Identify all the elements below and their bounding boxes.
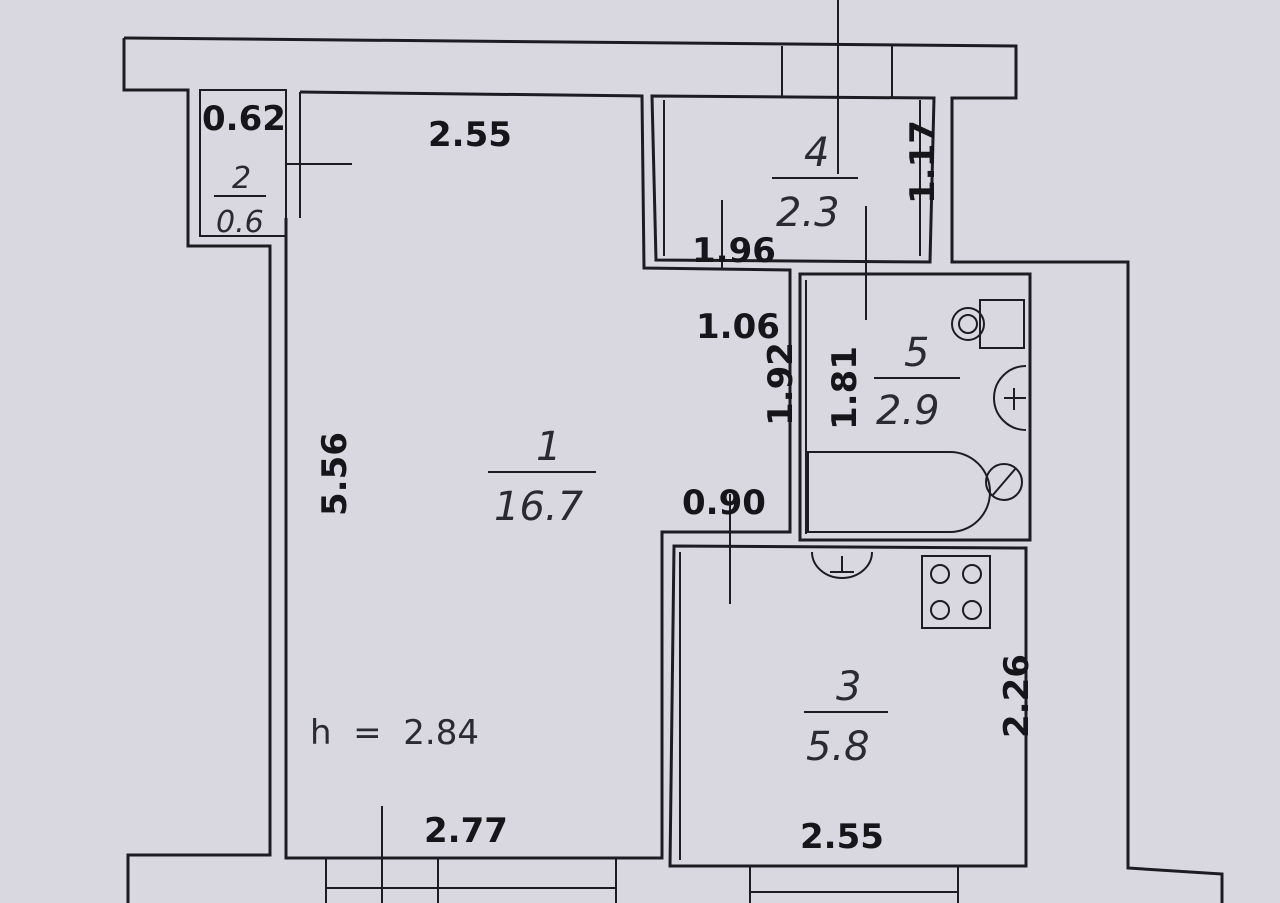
room-label-5: 5 2.9 [874, 330, 960, 434]
ceiling-height-note: h = 2.84 [310, 713, 479, 753]
dimension-0-62: 0.62 [202, 99, 286, 139]
stove-icon [921, 555, 991, 629]
outer-walls [122, 36, 1224, 903]
room-5-number: 5 [904, 330, 929, 376]
room-label-2: 2 0.6 [214, 161, 266, 240]
room-1-walls [284, 90, 792, 860]
toilet-icon [951, 299, 1025, 349]
dimension-0-90: 0.90 [682, 483, 766, 523]
room-3-area: 5.8 [806, 724, 870, 770]
sink-icon [993, 365, 1027, 431]
kitchen-sink-icon [811, 551, 873, 579]
room-4-number: 4 [804, 130, 829, 176]
room-3-walls [668, 544, 1028, 868]
dimension-1-81: 1.81 [825, 346, 865, 430]
room-5-area: 2.9 [876, 388, 940, 434]
room-label-1: 1 16.7 [488, 424, 596, 530]
room-4-walls [650, 94, 936, 264]
dimension-1-17: 1.17 [903, 120, 943, 204]
dimension-2-77: 2.77 [424, 811, 508, 851]
room-2-area: 0.6 [216, 205, 264, 240]
room-3-number: 3 [836, 664, 861, 710]
room-5-walls [798, 272, 1032, 542]
room-2-number: 2 [232, 161, 251, 196]
bathtub-icon [807, 451, 1023, 533]
room-4-area: 2.3 [776, 190, 840, 236]
dimension-2-26: 2.26 [997, 654, 1037, 738]
room-label-3: 3 5.8 [804, 664, 888, 770]
dimension-1-06: 1.06 [696, 307, 780, 347]
dimension-1-96: 1.96 [692, 231, 776, 271]
dimension-1-92: 1.92 [761, 342, 801, 426]
dimension-2-55-top: 2.55 [428, 115, 512, 155]
room-1-number: 1 [536, 424, 561, 470]
bottom-windows [325, 858, 959, 903]
room-1-area: 16.7 [494, 484, 584, 530]
dimension-2-55-bottom: 2.55 [800, 817, 884, 857]
room-label-4: 4 2.3 [772, 130, 858, 236]
dimension-5-56: 5.56 [315, 432, 355, 516]
leader-lines [286, 0, 867, 903]
